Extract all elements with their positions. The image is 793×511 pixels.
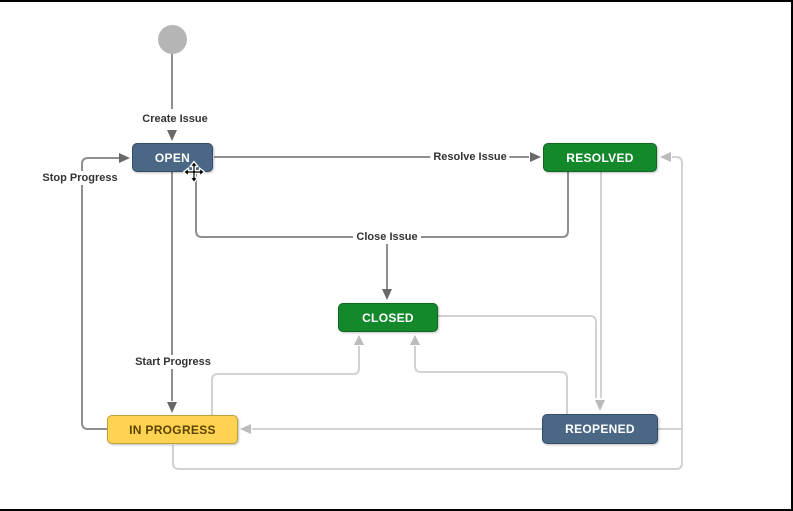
arrow-reopened-to-closed-icon xyxy=(410,335,420,345)
transition-label-resolve-issue[interactable]: Resolve Issue xyxy=(430,150,510,164)
arrow-stop-progress-icon xyxy=(119,153,130,163)
state-node-open[interactable]: OPEN xyxy=(132,143,213,172)
arrow-start-progress-icon xyxy=(167,402,177,413)
edge-stop-progress xyxy=(81,157,119,430)
edge-reopened-to-closed xyxy=(414,346,568,414)
arrow-reopened-to-inprogress-icon xyxy=(240,424,251,434)
transition-label-create-issue[interactable]: Create Issue xyxy=(139,112,211,126)
start-node-circle[interactable] xyxy=(158,25,187,54)
state-node-in-progress[interactable]: IN PROGRESS xyxy=(107,415,238,444)
arrow-resolve-issue-icon xyxy=(530,152,541,162)
arrow-to-resolved-right-icon xyxy=(660,152,671,162)
edge-closed-to-reopened xyxy=(438,315,597,398)
transition-label-start-progress[interactable]: Start Progress xyxy=(132,355,214,369)
edge-inprogress-to-closed xyxy=(211,346,360,415)
arrow-inprogress-to-closed-icon xyxy=(354,335,364,345)
transition-label-close-issue[interactable]: Close Issue xyxy=(353,230,421,244)
arrow-to-reopened-top-icon xyxy=(595,400,605,411)
edge-inprogress-to-resolved xyxy=(172,156,683,470)
arrow-create-issue-icon xyxy=(167,130,177,141)
state-node-reopened[interactable]: REOPENED xyxy=(542,414,658,444)
edge-close-issue-from-resolved xyxy=(421,172,569,238)
state-node-resolved[interactable]: RESOLVED xyxy=(543,143,657,172)
state-node-closed[interactable]: CLOSED xyxy=(338,303,438,332)
edge-close-issue-from-open xyxy=(195,172,353,238)
transition-label-stop-progress[interactable]: Stop Progress xyxy=(39,171,121,185)
arrow-close-issue-icon xyxy=(382,289,392,300)
